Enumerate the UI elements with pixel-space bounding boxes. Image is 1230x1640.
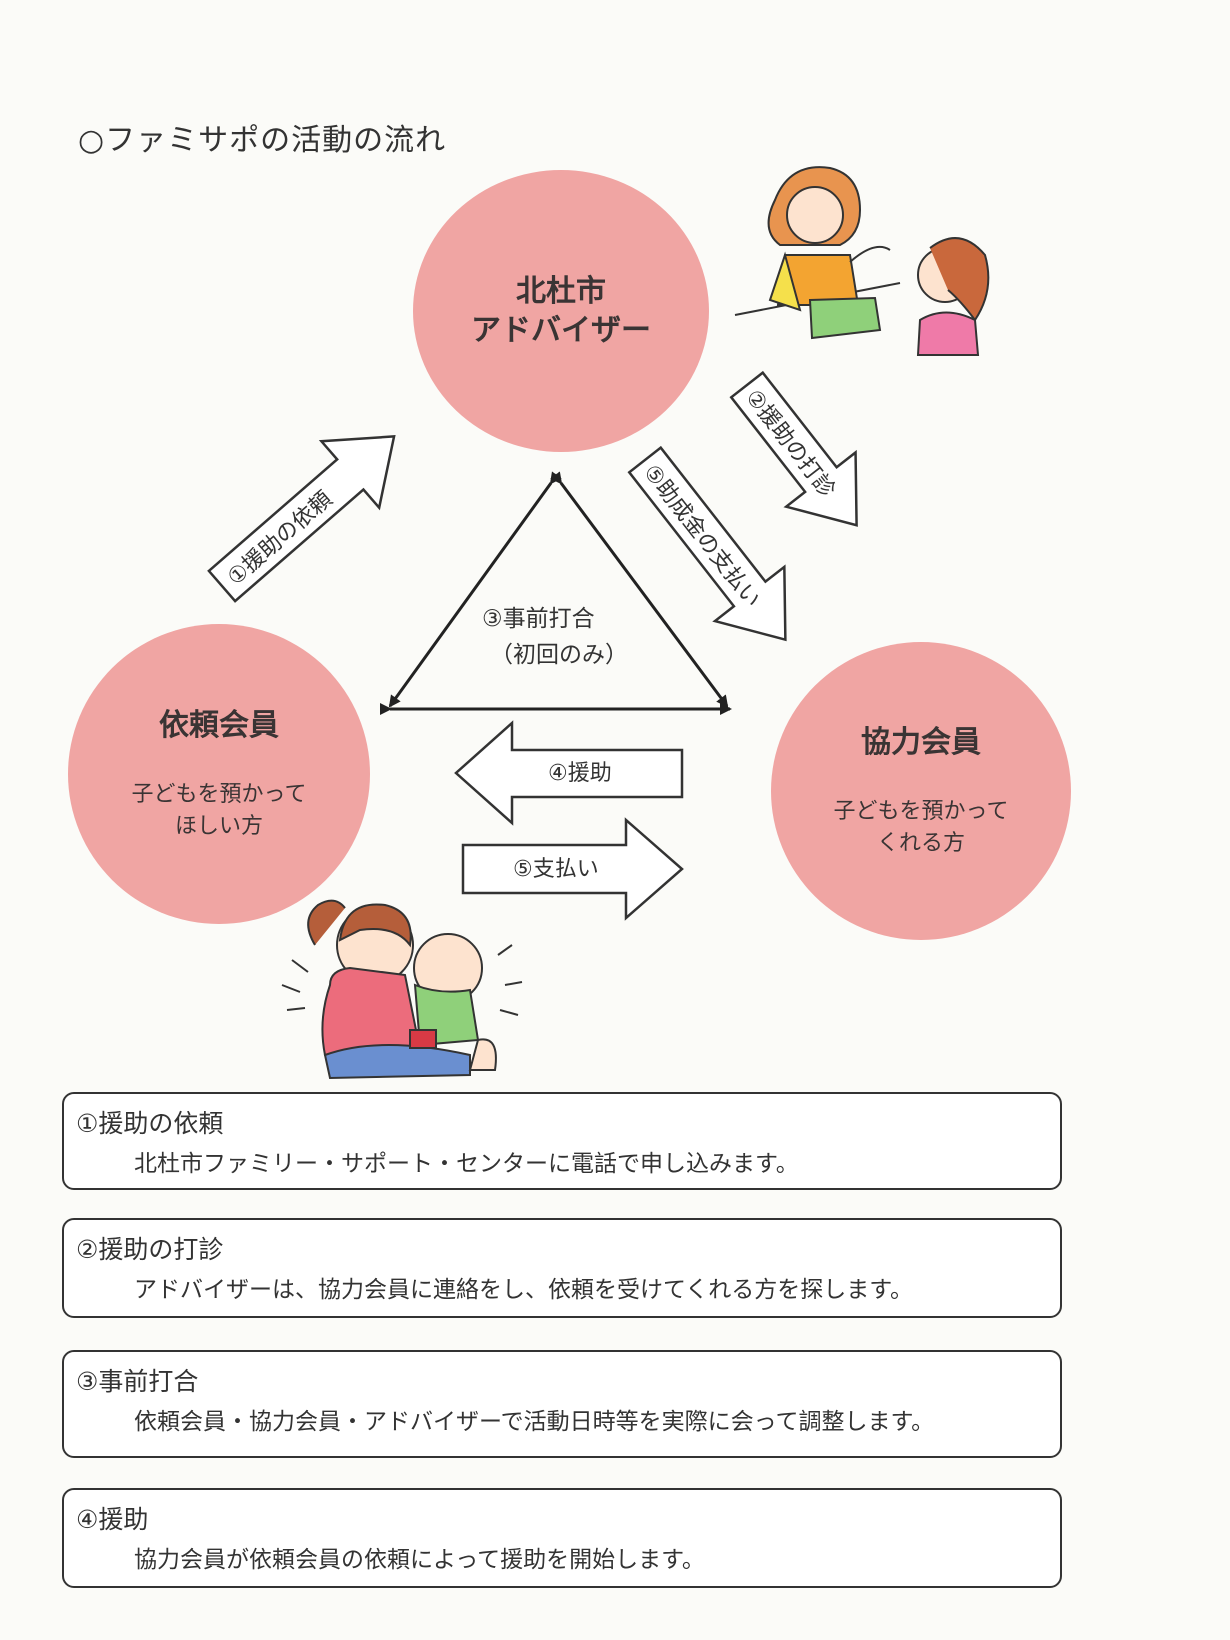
diagram-title: ○ファミサポの活動の流れ (78, 123, 447, 158)
node-advisor-name: 北杜市 アドバイザー (471, 274, 651, 348)
arrow-support: ④援助 (454, 720, 684, 826)
step-title: ①援助の依頼 (76, 1109, 224, 1138)
step-title: ②援助の打診 (76, 1235, 224, 1264)
node-provider-description: 子どもを預かって くれる方 (833, 798, 1009, 856)
flow-diagram: ①援助の依頼 ②援助の打診 ⑤助成金の支払い ③事前打合 （初回のみ） ④援助 … (207, 166, 990, 1080)
step-title: ④援助 (76, 1505, 149, 1534)
meeting-label-1: ③事前打合 (482, 606, 595, 632)
node-provider-name: 協力会員 (861, 724, 981, 760)
step-title: ③事前打合 (76, 1367, 199, 1396)
step-text: 依頼会員・協力会員・アドバイザーで活動日時等を実際に会って調整します。 (134, 1409, 935, 1435)
node-client: 依頼会員 子どもを預かって ほしい方 (68, 624, 370, 924)
arrow-request-label: ①援助の依頼 (223, 487, 337, 591)
meeting-triangle (380, 471, 732, 715)
step-box-1: ①援助の依頼 北杜市ファミリー・サポート・センターに電話で申し込みます。 (62, 1092, 1062, 1190)
arrow-inquiry-label: ②援助の打診 (740, 385, 840, 503)
arrow-payment-label: ⑤支払い (513, 857, 599, 882)
step-box-3: ③事前打合 依頼会員・協力会員・アドバイザーで活動日時等を実際に会って調整します… (62, 1350, 1062, 1458)
step-box-2: ②援助の打診 アドバイザーは、協力会員に連絡をし、依頼を受けてくれる方を探します… (62, 1218, 1062, 1318)
node-client-name: 依頼会員 (159, 707, 279, 743)
step-box-4: ④援助 協力会員が依頼会員の依頼によって援助を開始します。 (62, 1488, 1062, 1588)
step-text: 北杜市ファミリー・サポート・センターに電話で申し込みます。 (134, 1151, 799, 1177)
node-advisor: 北杜市 アドバイザー (413, 170, 709, 452)
step-text: 協力会員が依頼会員の依頼によって援助を開始します。 (134, 1547, 705, 1573)
arrow-support-label: ④援助 (548, 761, 612, 786)
meeting-label-2: （初回のみ） (490, 642, 628, 668)
node-client-description: 子どもを預かって ほしい方 (131, 781, 307, 839)
arrow-subsidy-label: ⑤助成金の支払い (638, 460, 765, 612)
arrow-inquiry: ②援助の打診 (729, 370, 858, 527)
advisor-illustration (734, 166, 990, 356)
arrow-request: ①援助の依頼 (207, 435, 396, 603)
arrow-payment: ⑤支払い (461, 817, 684, 921)
step-text: アドバイザーは、協力会員に連絡をし、依頼を受けてくれる方を探します。 (134, 1277, 914, 1303)
node-provider: 協力会員 子どもを預かって くれる方 (771, 642, 1071, 940)
girl-baby-illustration (281, 899, 523, 1080)
